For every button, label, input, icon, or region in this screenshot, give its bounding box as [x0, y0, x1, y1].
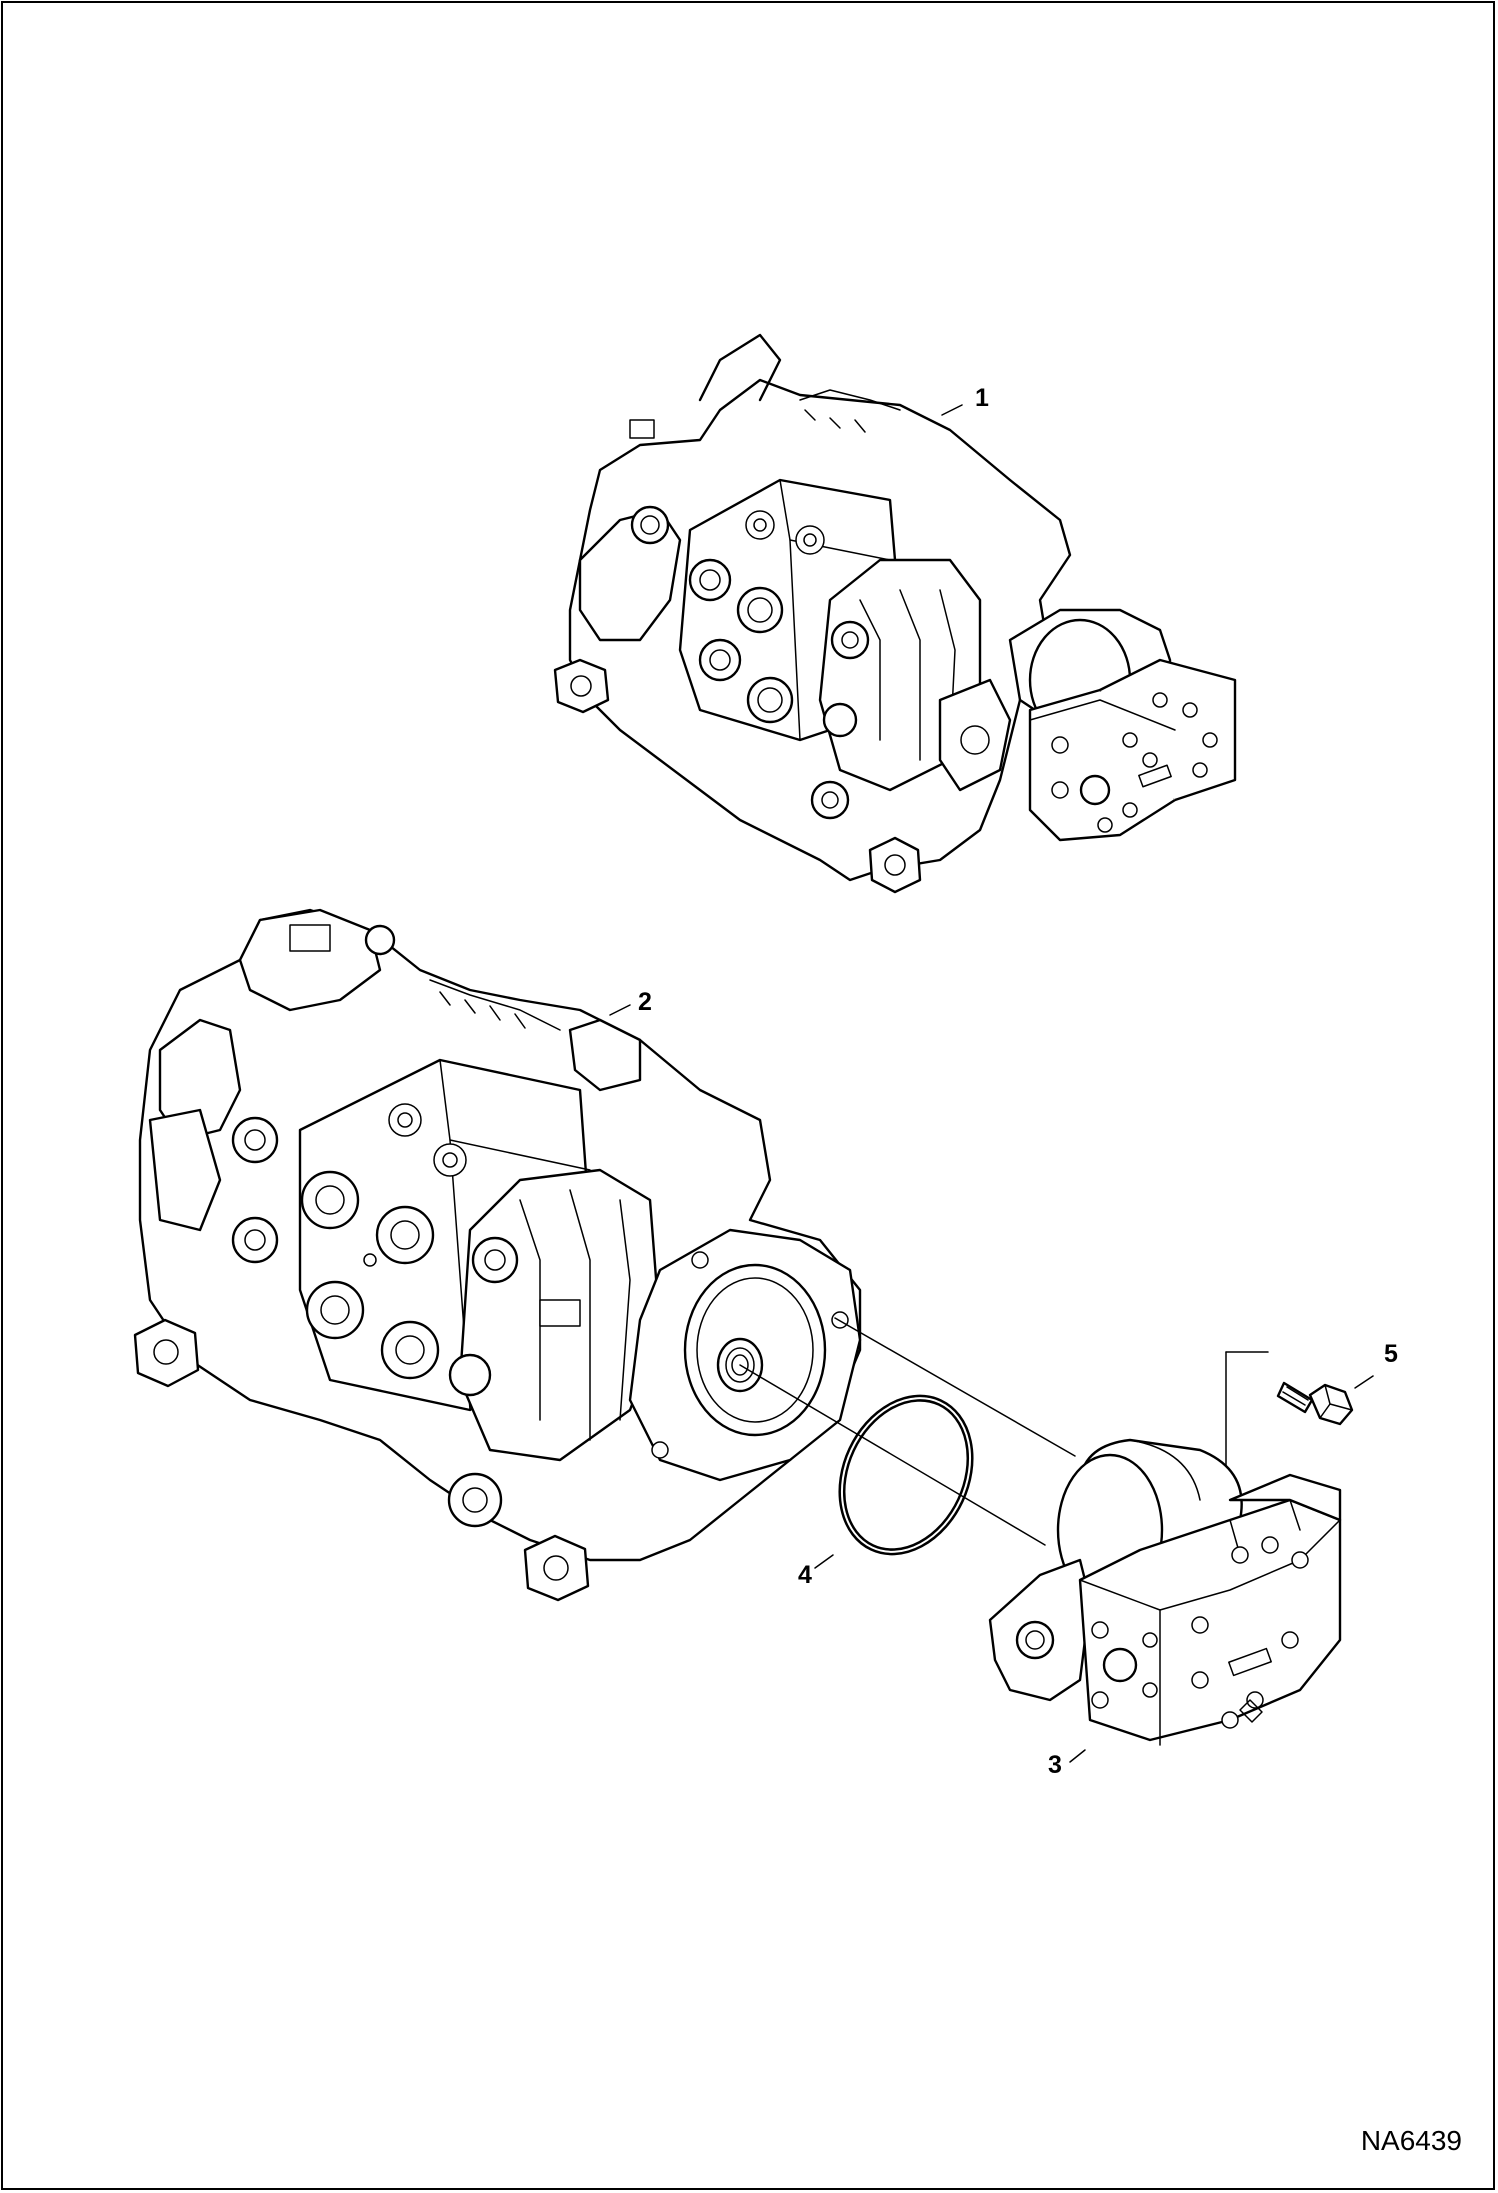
- hydrostatic-pump-assembly-icon: [553, 333, 1237, 894]
- leader-line-4: [814, 1554, 834, 1569]
- callout-3: 3: [1048, 1751, 1062, 1779]
- callout-2: 2: [638, 988, 652, 1016]
- gear-pump-icon: [988, 1438, 1342, 1746]
- leader-line-3: [1069, 1749, 1086, 1763]
- leader-line-2: [609, 1004, 631, 1016]
- hydrostatic-pump-icon: [133, 908, 862, 1602]
- o-ring-icon: [838, 1394, 974, 1556]
- figure-reference-code: NA6439: [1360, 2125, 1462, 2156]
- callout-5: 5: [1384, 1340, 1398, 1368]
- leader-line-1: [941, 404, 963, 416]
- callout-1: 1: [975, 384, 989, 412]
- leader-line-5: [1354, 1375, 1374, 1389]
- callout-4: 4: [798, 1561, 812, 1589]
- bolt-icon: [1276, 1381, 1354, 1426]
- alignment-line-upper: [834, 1317, 1076, 1457]
- alignment-line-center: [739, 1364, 1046, 1546]
